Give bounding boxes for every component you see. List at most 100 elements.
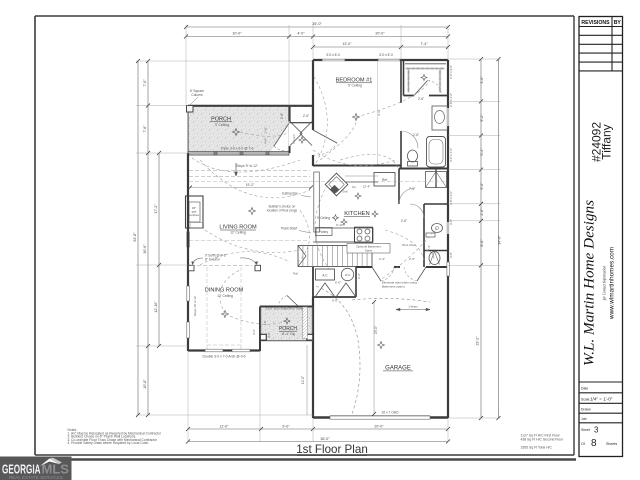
svg-text:7'-0": 7'-0" — [143, 79, 147, 87]
svg-text:3'-6": 3'-6" — [377, 110, 381, 116]
svg-text:11'-0": 11'-0" — [220, 425, 230, 429]
svg-text:2'-6": 2'-6" — [401, 219, 407, 223]
svg-text:2'-4": 2'-4" — [379, 257, 385, 261]
svg-text:Of: Of — [581, 442, 585, 446]
svg-text:9'-2": 9'-2" — [480, 114, 484, 122]
svg-text:12'-0": 12'-0" — [301, 376, 305, 384]
svg-text:3'-6": 3'-6" — [480, 76, 484, 84]
svg-text:8: 8 — [591, 438, 597, 449]
svg-text:3'-0 x 5'-0: 3'-0 x 5'-0 — [379, 53, 393, 57]
svg-text:4'-0": 4'-0" — [297, 32, 305, 36]
svg-text:10'-8": 10'-8" — [143, 379, 147, 389]
svg-text:REVISIONS: REVISIONS — [581, 20, 610, 26]
svg-text:7'-4": 7'-4" — [420, 42, 428, 46]
svg-text:BEDROOM #1: BEDROOM #1 — [336, 78, 373, 84]
svg-text:1127 Sq Ft H/C First Floor: 1127 Sq Ft H/C First Floor — [521, 434, 561, 438]
svg-text:Column: Column — [191, 93, 203, 97]
svg-text:9' Soffit @ 9'-6": 9' Soffit @ 9'-6" — [205, 254, 227, 258]
svg-text:www.wlmartinhomes.com: www.wlmartinhomes.com — [609, 247, 616, 320]
svg-text:13'-0": 13'-0" — [342, 42, 352, 46]
svg-text:19'-2": 19'-2" — [246, 183, 255, 187]
svg-text:5'-4": 5'-4" — [480, 148, 484, 156]
svg-text:1. A/C May be Relocated as R: 1. A/C May be Relocated as Required by M… — [68, 431, 162, 435]
svg-text:6'-6": 6'-6" — [332, 299, 338, 303]
svg-text:2'-6": 2'-6" — [267, 332, 271, 338]
svg-text:9' Ceiling: 9' Ceiling — [317, 216, 330, 220]
svg-text:2'-6": 2'-6" — [413, 133, 419, 137]
svg-text:W.L. Martin Home Designs: W.L. Martin Home Designs — [581, 200, 598, 366]
svg-text:#24092: #24092 — [590, 122, 604, 162]
svg-text:2'-8": 2'-8" — [449, 252, 453, 258]
svg-text:for Contact Information: for Contact Information — [603, 266, 607, 301]
svg-text:11'-4" Clg: 11'-4" Clg — [281, 332, 295, 336]
svg-text:20'-0": 20'-0" — [374, 425, 384, 429]
svg-text:35'-0": 35'-0" — [312, 22, 322, 26]
svg-text:10'-0": 10'-0" — [232, 32, 242, 36]
svg-text:REAL ESTATE SERVICES: REAL ESTATE SERVICES — [9, 475, 63, 480]
svg-text:Eliminate stair when using: Eliminate stair when using — [382, 281, 417, 285]
svg-text:30'-6": 30'-6" — [143, 244, 147, 254]
svg-text:W H: W H — [345, 273, 350, 277]
svg-text:PORCH: PORCH — [211, 117, 231, 123]
svg-text:ventfree: ventfree — [189, 213, 200, 217]
svg-text:Sheet: Sheet — [581, 428, 590, 432]
svg-text:3. Co-ordinate Floor Truss C: 3. Co-ordinate Floor Truss Chase with Me… — [68, 438, 158, 442]
svg-text:3: 3 — [594, 426, 599, 435]
svg-text:3'-0 x 5'-0: 3'-0 x 5'-0 — [326, 53, 340, 57]
svg-text:Sink: Sink — [342, 190, 348, 194]
svg-text:54'-8": 54'-8" — [133, 232, 137, 242]
svg-text:gas: gas — [192, 210, 197, 214]
svg-text:2'-8" x 1'-6": 2'-8" x 1'-6" — [449, 93, 453, 107]
svg-text:2'-6": 2'-6" — [280, 113, 284, 119]
svg-text:16 x 7 OHD: 16 x 7 OHD — [381, 411, 399, 415]
svg-text:2'-8" x 3'-0": 2'-8" x 3'-0" — [449, 191, 453, 205]
svg-text:2'-6": 2'-6" — [409, 257, 415, 261]
svg-text:9' Ceiling: 9' Ceiling — [215, 123, 229, 127]
svg-text:36": 36" — [192, 206, 196, 210]
svg-text:A C: A C — [322, 274, 328, 278]
svg-text:French: French — [292, 134, 296, 144]
svg-text:KITCHEN: KITCHEN — [344, 211, 369, 217]
svg-text:2'-4": 2'-4" — [427, 245, 431, 251]
svg-text:3-5': 3-5' — [263, 320, 267, 325]
svg-text:1-beam: 1-beam — [408, 305, 418, 309]
svg-text:Slope 10' to 12': Slope 10' to 12' — [193, 295, 197, 316]
svg-text:12' Ceiling: 12' Ceiling — [217, 294, 233, 298]
svg-text:Builder's choice on: Builder's choice on — [269, 205, 296, 209]
svg-text:17'-2": 17'-2" — [154, 204, 158, 214]
svg-text:W.H. Door: W.H. Door — [402, 243, 416, 247]
svg-text:20'-0": 20'-0" — [375, 32, 385, 36]
svg-text:Optional Basement: Optional Basement — [356, 245, 381, 249]
svg-text:GARAGE: GARAGE — [385, 366, 411, 372]
svg-text:1'-11": 1'-11" — [264, 127, 268, 134]
svg-text:34'-0": 34'-0" — [498, 235, 502, 245]
svg-text:4'-6": 4'-6" — [264, 138, 268, 143]
svg-text:8' Square: 8' Square — [190, 89, 204, 93]
svg-text:6'-8": 6'-8" — [449, 219, 453, 225]
svg-text:Eating Bar: Eating Bar — [282, 192, 298, 196]
svg-text:3-2-0' 16 in Sides/24 in Trans: 3-2-0' 16 in Sides/24 in Trans — [265, 307, 303, 311]
svg-text:438 Sq Ft H/C Second Floor: 438 Sq Ft H/C Second Floor — [521, 438, 564, 442]
svg-text:3'-0" x 1'-6": 3'-0" x 1'-6" — [449, 148, 453, 162]
svg-text:DINING ROOM: DINING ROOM — [205, 288, 244, 294]
svg-text:Sheets: Sheets — [606, 442, 617, 446]
svg-text:2'-6": 2'-6" — [480, 208, 484, 216]
svg-text:Tiffany: Tiffany — [600, 124, 614, 159]
svg-text:2'-6": 2'-6" — [357, 273, 361, 279]
svg-text:2'-0" x 3'-0": 2'-0" x 3'-0" — [449, 65, 453, 79]
svg-text:8" Column: 8" Column — [205, 258, 220, 262]
svg-text:Basement option.: Basement option. — [382, 285, 406, 289]
svg-text:GEORGIA: GEORGIA — [2, 462, 41, 477]
svg-text:4. Provide Safety Glass wher: 4. Provide Safety Glass where Required b… — [68, 441, 150, 445]
svg-text:6'-0": 6'-0" — [335, 281, 341, 285]
svg-text:2. Builders Choice on 6" Plu: 2. Builders Choice on 6" Plumb Wall Loca… — [68, 435, 137, 439]
svg-text:36'-0": 36'-0" — [320, 437, 330, 441]
svg-text:PORCH: PORCH — [279, 326, 297, 332]
svg-text:Pantry: Pantry — [319, 230, 329, 234]
svg-text:12'-4": 12'-4" — [363, 185, 371, 189]
svg-text:Double 3-0 x 7-0 Arch @ 9-6: Double 3-0 x 7-0 Arch @ 9-6 — [202, 355, 245, 359]
svg-text:9'-0": 9'-0" — [480, 182, 484, 190]
svg-text:2'-6": 2'-6" — [303, 114, 309, 118]
svg-text:1st Floor Plan: 1st Floor Plan — [296, 443, 368, 456]
svg-text:Slope 9" to 12': Slope 9" to 12' — [236, 164, 258, 168]
